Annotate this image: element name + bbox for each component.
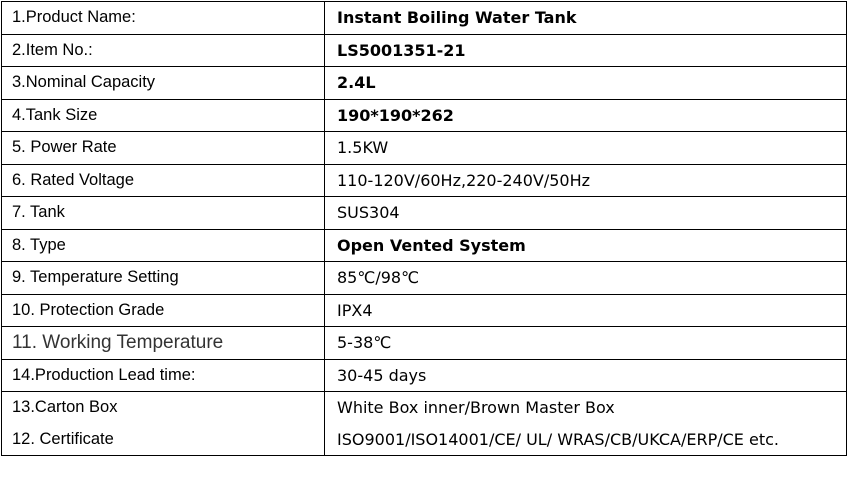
spec-label: 2.Item No.: <box>1 33 325 67</box>
table-row: 8. Type Open Vented System <box>1 228 847 262</box>
spec-value: Open Vented System <box>324 228 847 262</box>
table-row: 6. Rated Voltage 110-120V/60Hz,220-240V/… <box>1 163 847 197</box>
table-row: 7. Tank SUS304 <box>1 196 847 230</box>
spec-value: IPX4 <box>324 293 847 327</box>
spec-label: 3.Nominal Capacity <box>1 66 325 100</box>
spec-label: 4.Tank Size <box>1 98 325 132</box>
spec-value: Instant Boiling Water Tank <box>324 1 847 35</box>
table-row: 10. Protection Grade IPX4 <box>1 293 847 327</box>
spec-value: 2.4L <box>324 66 847 100</box>
spec-value: 30-45 days <box>324 358 847 392</box>
table-row: 4.Tank Size 190*190*262 <box>1 98 847 132</box>
table-row: 13.Carton Box White Box inner/Brown Mast… <box>1 391 847 424</box>
table-row: 14.Production Lead time: 30-45 days <box>1 358 847 392</box>
spec-label: 6. Rated Voltage <box>1 163 325 197</box>
table-row: 11. Working Temperature 5-38℃ <box>1 326 847 360</box>
spec-label: 7. Tank <box>1 196 325 230</box>
spec-label: 8. Type <box>1 228 325 262</box>
table-row: 3.Nominal Capacity 2.4L <box>1 66 847 100</box>
spec-table: 1.Product Name: Instant Boiling Water Ta… <box>1 1 847 456</box>
table-row: 1.Product Name: Instant Boiling Water Ta… <box>1 1 847 35</box>
spec-value: White Box inner/Brown Master Box <box>324 391 847 424</box>
spec-value: 110-120V/60Hz,220-240V/50Hz <box>324 163 847 197</box>
table-row: 9. Temperature Setting 85℃/98℃ <box>1 261 847 295</box>
spec-label: 14.Production Lead time: <box>1 358 325 392</box>
spec-label: 5. Power Rate <box>1 131 325 165</box>
spec-value: SUS304 <box>324 196 847 230</box>
spec-value: 190*190*262 <box>324 98 847 132</box>
table-row: 2.Item No.: LS5001351-21 <box>1 33 847 67</box>
spec-label: 12. Certificate <box>1 423 325 456</box>
table-row: 5. Power Rate 1.5KW <box>1 131 847 165</box>
spec-label: 9. Temperature Setting <box>1 261 325 295</box>
table-row: 12. Certificate ISO9001/ISO14001/CE/ UL/… <box>1 423 847 456</box>
spec-label: 13.Carton Box <box>1 391 325 424</box>
spec-label: 11. Working Temperature <box>1 326 325 360</box>
spec-value: 5-38℃ <box>324 326 847 360</box>
spec-label: 1.Product Name: <box>1 1 325 35</box>
spec-value: 85℃/98℃ <box>324 261 847 295</box>
spec-value: 1.5KW <box>324 131 847 165</box>
spec-label: 10. Protection Grade <box>1 293 325 327</box>
spec-value: LS5001351-21 <box>324 33 847 67</box>
spec-value: ISO9001/ISO14001/CE/ UL/ WRAS/CB/UKCA/ER… <box>324 423 847 456</box>
